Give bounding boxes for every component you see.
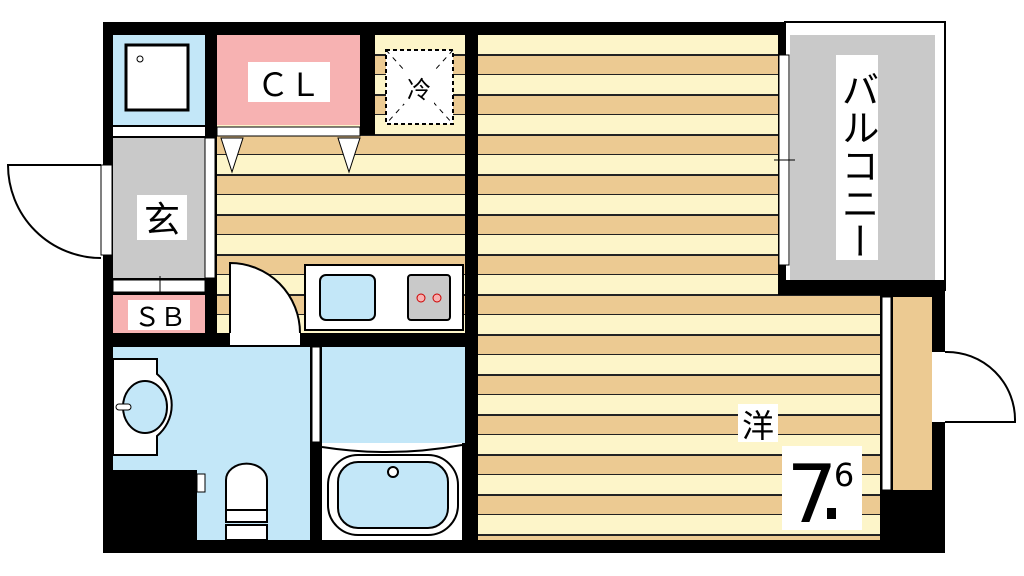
- room-size-integer: 7: [787, 448, 838, 541]
- entrance-label: 玄: [144, 200, 180, 241]
- closet-label: ＣＬ: [257, 66, 321, 104]
- western-room-floor: [478, 35, 778, 540]
- balcony-label: バルコニー: [835, 70, 879, 260]
- fridge-label: 冷: [407, 76, 431, 104]
- western-room-label: 洋: [742, 407, 774, 445]
- sink: [319, 274, 376, 321]
- right-closet: [893, 297, 932, 490]
- toilet: [225, 462, 268, 511]
- shoe-box-label: ＳＢ: [134, 303, 186, 333]
- kitchen-door-swing: [229, 261, 301, 334]
- room-size-decimal: 6: [834, 456, 854, 494]
- closet-door: [881, 296, 892, 491]
- stove: [407, 274, 451, 321]
- entrance-door-swing: [6, 164, 102, 259]
- room-size-dot: [827, 508, 836, 519]
- right-door-swing: [944, 350, 1017, 423]
- right-door-gap: [932, 352, 945, 422]
- bath-room: [322, 347, 465, 443]
